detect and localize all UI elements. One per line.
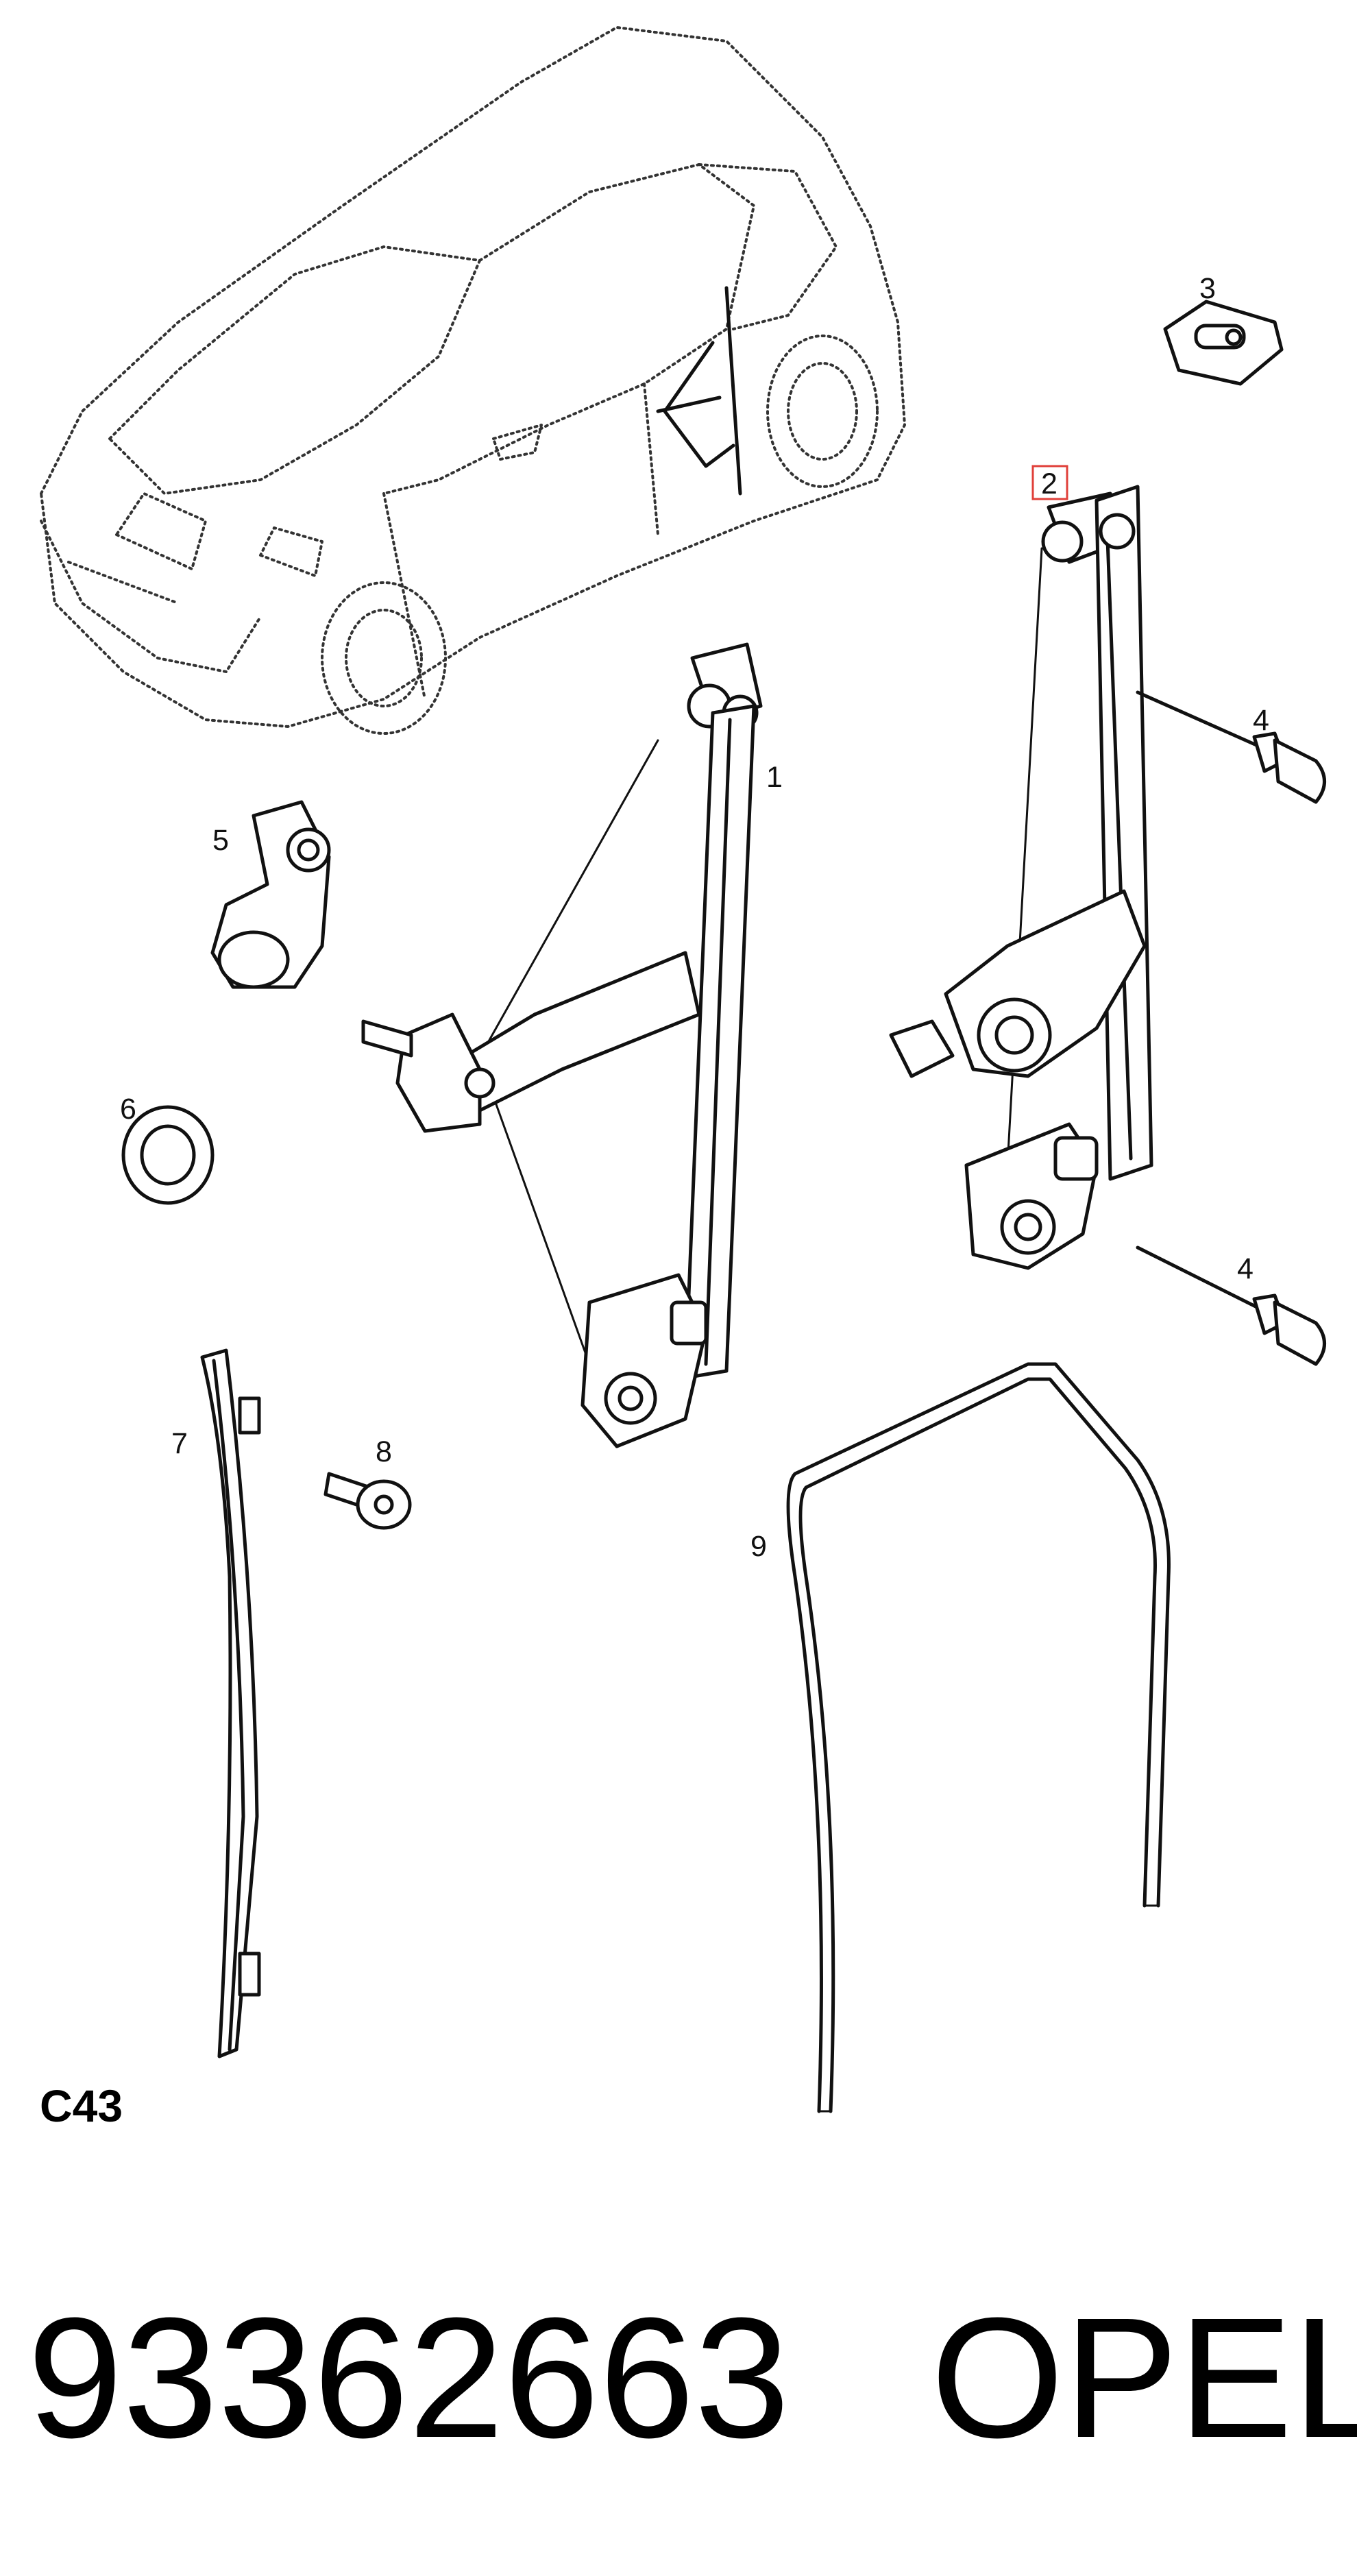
callout-1: 1 (766, 761, 783, 794)
callout-4-upper: 4 (1253, 704, 1269, 737)
callout-3: 3 (1199, 272, 1216, 305)
part-2-window-regulator-right (889, 485, 1153, 1270)
callout-9: 9 (750, 1530, 767, 1563)
callout-2-highlight (1031, 465, 1068, 500)
part-1-window-regulator-left (361, 642, 763, 1448)
callout-4-lower: 4 (1237, 1252, 1254, 1285)
part-number: 93362663 (27, 2282, 790, 2473)
part-8-bolt (323, 1472, 412, 1530)
callout-5: 5 (212, 824, 229, 857)
callout-6: 6 (120, 1093, 136, 1126)
part-7-guide-rail (200, 1348, 261, 2058)
callout-2: 2 (1041, 467, 1058, 500)
brand-name: OPEL (931, 2282, 1357, 2473)
part-4-rivet-upper (1136, 690, 1326, 804)
page-code: C43 (40, 2080, 123, 2131)
part-5-roller-bracket (210, 800, 331, 989)
part-4-rivet-lower (1136, 1246, 1326, 1366)
part-9-window-seal (786, 1362, 1171, 2113)
callout-8: 8 (376, 1435, 392, 1468)
car-outline (40, 26, 906, 735)
part-3-clip (1163, 300, 1284, 386)
part-6-grommet (121, 1105, 215, 1205)
callout-7: 7 (171, 1427, 188, 1460)
